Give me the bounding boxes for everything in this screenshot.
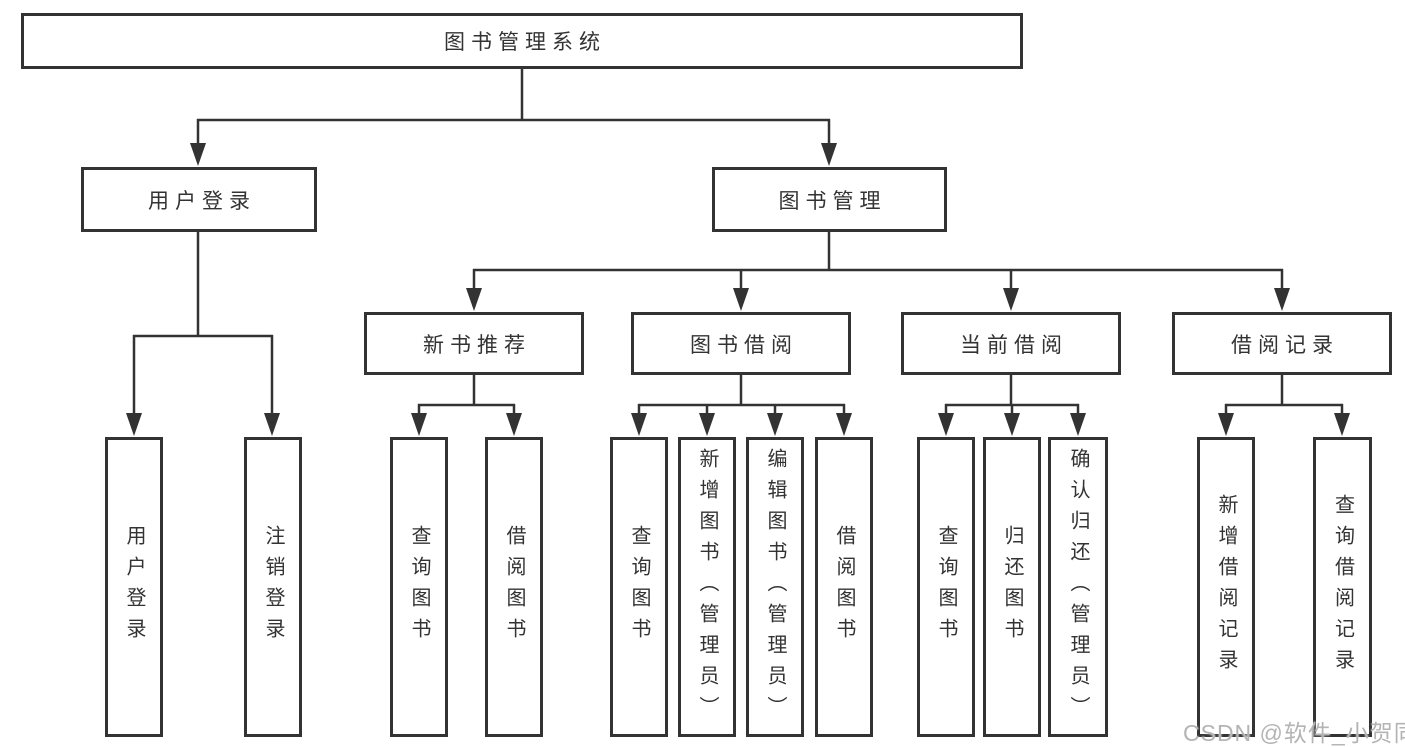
leaf-logout-login: 注销登录 (244, 437, 302, 737)
node-label: 图书管理 (778, 189, 887, 213)
leaf-add-book-admin: 新增图书（管理员） (678, 437, 736, 737)
node-new-book-recommend: 新书推荐 (364, 312, 584, 375)
node-user-login: 用户登录 (81, 167, 317, 232)
leaf-user-login: 用户登录 (105, 437, 163, 737)
node-label: 当前借阅 (960, 333, 1068, 357)
leaf-query-books-recommend: 查询图书 (390, 437, 448, 737)
leaf-edit-book-admin: 编辑图书（管理员） (746, 437, 804, 737)
leaf-label: 注销登录 (262, 525, 284, 649)
connector-new-book-children (417, 374, 516, 418)
arrowheads-current-borrow-children (938, 413, 1086, 436)
arrowheads-borrow-record-children (1218, 413, 1350, 436)
connector-book-borrow-children (637, 374, 846, 418)
connector-borrow-record-children (1224, 374, 1344, 418)
node-label: 图书借阅 (690, 333, 798, 357)
arrowheads-new-book-children (411, 413, 522, 436)
connector-user-login-children (132, 231, 274, 418)
leaf-label: 用户登录 (123, 525, 145, 649)
node-label: 用户登录 (148, 189, 256, 213)
leaf-query-borrow-record: 查询借阅记录 (1313, 437, 1372, 737)
node-book-management: 图书管理 (712, 167, 947, 232)
csdn-watermark: CSDN @软件_小贺同学 (1183, 720, 1405, 746)
leaf-query-books-current: 查询图书 (917, 437, 975, 737)
leaf-return-book: 归还图书 (983, 437, 1041, 737)
leaf-label: 查询借阅记录 (1331, 494, 1354, 680)
arrowheads-book-borrow-children (631, 413, 852, 436)
connector-current-borrow-children (944, 374, 1080, 418)
connector-book-management-children (472, 231, 1284, 293)
leaf-label: 确认归还（管理员） (1067, 447, 1089, 727)
arrowheads-user-login-children (126, 413, 280, 436)
leaf-label: 查询图书 (935, 525, 957, 649)
node-current-borrow: 当前借阅 (901, 312, 1121, 375)
node-label: 借阅记录 (1231, 333, 1339, 357)
leaf-label: 借阅图书 (503, 525, 525, 649)
leaf-label: 新增借阅记录 (1215, 494, 1237, 680)
leaf-query-books-borrow: 查询图书 (610, 437, 668, 737)
arrowheads-level2 (190, 143, 837, 166)
leaf-label: 编辑图书（管理员） (764, 447, 786, 727)
node-label: 图书管理系统 (444, 31, 606, 54)
leaf-label: 归还图书 (1001, 525, 1023, 649)
leaf-borrow-books: 借阅图书 (815, 437, 873, 737)
node-book-borrow: 图书借阅 (631, 312, 851, 375)
leaf-add-borrow-record: 新增借阅记录 (1197, 437, 1255, 737)
node-root-library-system: 图书管理系统 (21, 13, 1023, 69)
leaf-label: 新增图书（管理员） (696, 447, 718, 727)
leaf-label: 查询图书 (628, 525, 650, 649)
connector-root-to-level2 (196, 68, 831, 148)
leaf-label: 借阅图书 (833, 525, 855, 649)
leaf-borrow-books-recommend: 借阅图书 (485, 437, 543, 737)
node-borrow-records: 借阅记录 (1172, 312, 1392, 375)
node-label: 新书推荐 (423, 333, 531, 357)
arrowheads-level3 (466, 288, 1290, 311)
leaf-label: 查询图书 (408, 525, 430, 649)
leaf-confirm-return-admin: 确认归还（管理员） (1048, 437, 1108, 737)
